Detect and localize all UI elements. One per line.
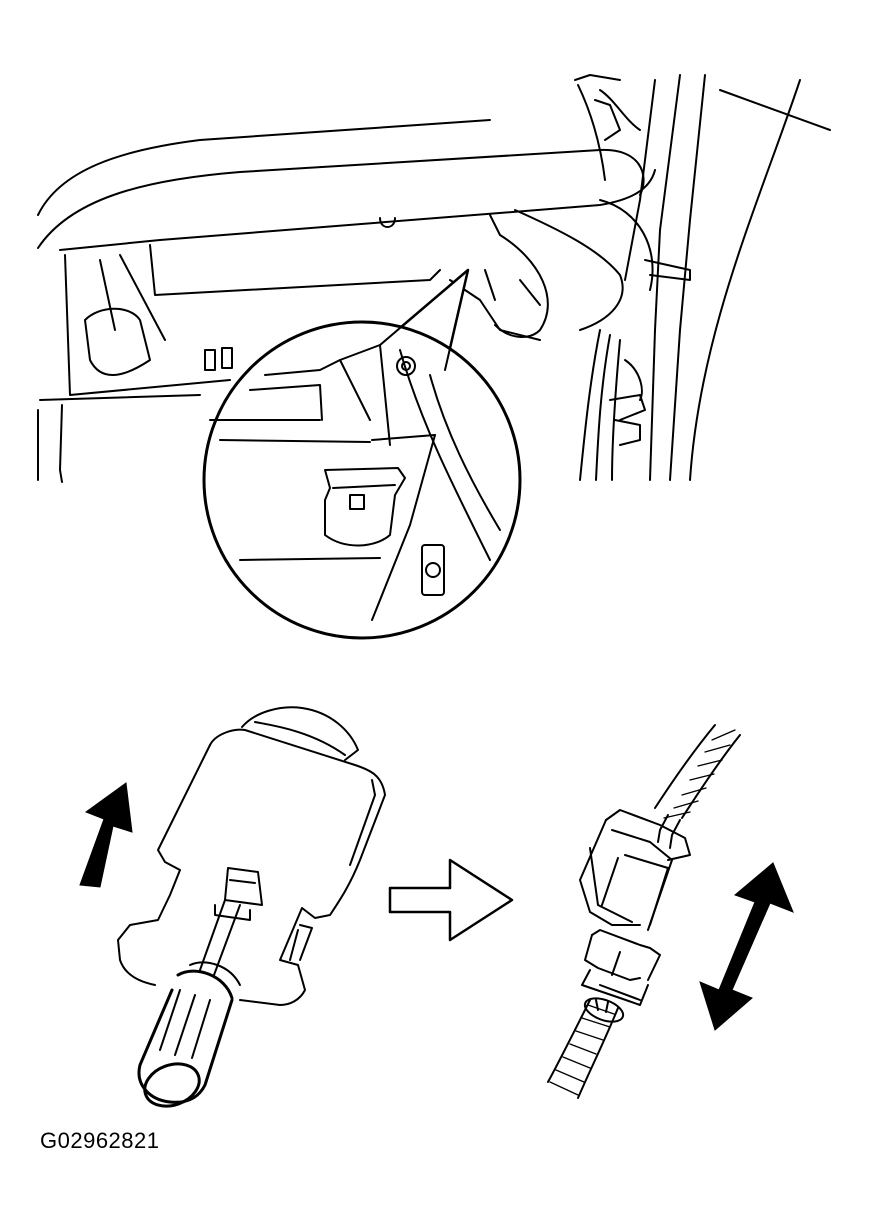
figure-id-label: G02962821: [40, 1128, 160, 1153]
up-arrow-icon: [79, 782, 133, 888]
release-clip-with-screwdriver: [79, 706, 386, 1108]
dashboard-underside: [37, 74, 831, 483]
magnified-detail: [202, 269, 522, 640]
harness-connector: [547, 724, 741, 1099]
right-outline-arrow-icon: [388, 858, 514, 942]
double-headed-arrow-icon: [699, 862, 794, 1031]
